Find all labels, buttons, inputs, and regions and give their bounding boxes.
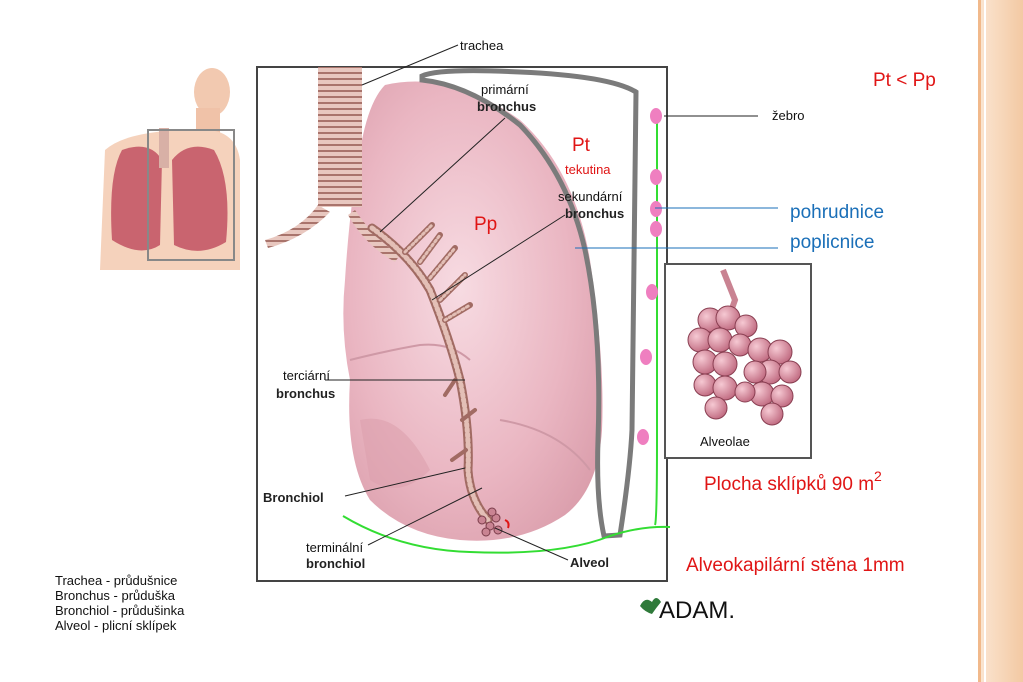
terminal-alveoli: [477, 507, 503, 537]
label-bronchiol: Bronchiol: [263, 490, 324, 505]
label-secondary-1: sekundární: [558, 189, 623, 204]
label-primary-1: primární: [481, 82, 529, 97]
adam-logo: ADAM.: [640, 597, 735, 624]
diaphragm-pleura-line: [342, 515, 671, 554]
legend-item: Bronchus - průduška: [55, 588, 175, 603]
label-alveolae: Alveolae: [700, 434, 750, 449]
slide-side-stripe: [978, 0, 1023, 682]
glossary-legend: Trachea - průdušnice Bronchus - průduška…: [55, 573, 184, 633]
legend-item: Trachea - průdušnice: [55, 573, 178, 588]
label-alveol: Alveol: [570, 555, 609, 570]
rib-pleura-line: [654, 115, 658, 526]
label-pt: Pt: [572, 135, 591, 156]
label-poplicnice: poplicnice: [790, 232, 875, 253]
legend-item: Alveol - plicní sklípek: [55, 618, 177, 633]
label-pp: Pp: [474, 214, 497, 235]
label-terminal-1: terminální: [306, 540, 363, 555]
pressure-relation: Pt < Pp: [873, 70, 936, 91]
label-trachea: trachea: [460, 38, 504, 53]
label-tertiary-2: bronchus: [276, 386, 335, 401]
alveolocapillary-wall: Alveokapilární stěna 1mm: [686, 555, 905, 576]
label-terminal-2: bronchiol: [306, 556, 365, 571]
leaf-icon: [640, 598, 661, 614]
lung-body: [343, 81, 603, 541]
label-zebro: žebro: [772, 108, 805, 123]
leader-lines: [325, 44, 758, 561]
pleura-outline: [419, 68, 639, 539]
trachea-tube: [318, 67, 362, 207]
alveoli-area: Plocha sklípků 90 m2: [704, 468, 882, 495]
rib-dots: [637, 108, 662, 445]
torso-thumbnail: [85, 68, 245, 270]
label-secondary-2: bronchus: [565, 206, 624, 221]
svg-text:ADAM.: ADAM.: [659, 597, 735, 624]
label-tertiary-1: terciární: [283, 368, 330, 383]
label-primary-2: bronchus: [477, 99, 536, 114]
label-tekutina: tekutina: [565, 162, 611, 177]
legend-item: Bronchiol - průdušinka: [55, 603, 185, 618]
label-pohrudnice: pohrudnice: [790, 202, 884, 223]
alveolae-inset: [664, 263, 812, 459]
